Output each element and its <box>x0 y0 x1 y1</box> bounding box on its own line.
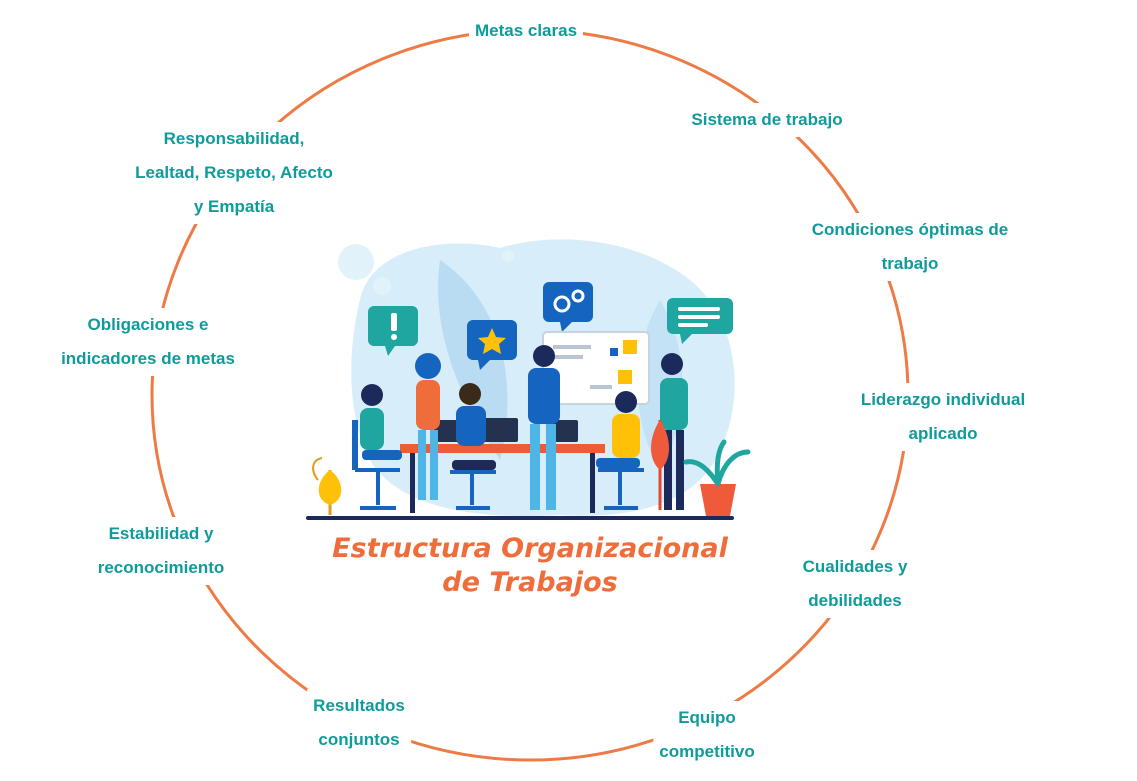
gears-bubble-icon <box>543 282 593 332</box>
leaf-shape <box>438 260 508 460</box>
title-line-1: Estructura Organizacional <box>332 533 728 564</box>
node-line: Estabilidad y <box>108 524 214 543</box>
node-metas-claras: Metas claras <box>468 14 584 48</box>
node-line: Equipo <box>678 708 736 727</box>
node-estabilidad: Estabilidad y reconocimiento <box>91 517 231 585</box>
person-center-seated <box>452 383 496 470</box>
bubble-dot <box>502 250 514 262</box>
node-line: y Empatía <box>193 197 275 216</box>
chat-lines-bubble-icon <box>667 298 733 344</box>
node-resultados: Resultados conjuntos <box>307 689 411 757</box>
node-cualidades: Cualidades y debilidades <box>796 550 914 618</box>
node-line: trabajo <box>881 254 939 273</box>
person-standing-left <box>415 353 441 500</box>
node-line: Condiciones óptimas de <box>811 220 1009 239</box>
team-illustration <box>306 239 751 520</box>
plant-pot-right <box>683 439 751 516</box>
node-liderazgo: Liderazgo individual aplicado <box>854 383 1032 451</box>
person-left-seated <box>352 384 402 470</box>
node-sistema-trabajo: Sistema de trabajo <box>685 103 849 137</box>
star-bubble-icon <box>467 320 517 370</box>
node-line: conjuntos <box>318 730 400 749</box>
laptop <box>484 418 518 442</box>
bubble-dot <box>338 244 374 280</box>
node-condiciones: Condiciones óptimas de trabajo <box>805 213 1015 281</box>
person-right-standing <box>660 353 688 510</box>
meeting-table <box>400 444 605 453</box>
node-line: Cualidades y <box>802 557 908 576</box>
node-line: aplicado <box>908 424 978 443</box>
node-equipo: Equipo competitivo <box>653 701 761 769</box>
node-obligaciones: Obligaciones e indicadores de metas <box>55 308 241 376</box>
plant-right-red <box>651 420 669 510</box>
floor-line <box>306 516 734 520</box>
title-line-2: de Trabajos <box>442 567 618 598</box>
chair <box>450 470 496 510</box>
node-line: Liderazgo individual <box>860 390 1026 409</box>
node-line: Responsabilidad, <box>163 129 305 148</box>
chair <box>598 468 644 510</box>
node-line: Obligaciones e <box>87 315 209 334</box>
person-center-standing <box>528 345 560 510</box>
node-responsabilidad: Responsabilidad, Lealtad, Respeto, Afect… <box>129 122 339 224</box>
node-line: Lealtad, Respeto, Afecto <box>135 163 333 182</box>
node-line: competitivo <box>659 742 755 761</box>
exclamation-bubble-icon <box>368 306 418 356</box>
node-line: Metas claras <box>474 21 578 40</box>
node-line: indicadores de metas <box>61 349 235 368</box>
node-line: debilidades <box>808 591 902 610</box>
diagram-title: Estructura Organizacional de Trabajos <box>332 532 728 600</box>
bubble-dot <box>373 277 391 295</box>
node-line: reconocimiento <box>97 558 225 577</box>
node-line: Sistema de trabajo <box>691 110 843 129</box>
table-leg <box>590 453 595 513</box>
plant-left <box>312 457 342 515</box>
table-leg <box>410 453 415 513</box>
person-right-seated <box>596 391 640 468</box>
node-line: Resultados <box>313 696 405 715</box>
chair <box>355 468 400 510</box>
